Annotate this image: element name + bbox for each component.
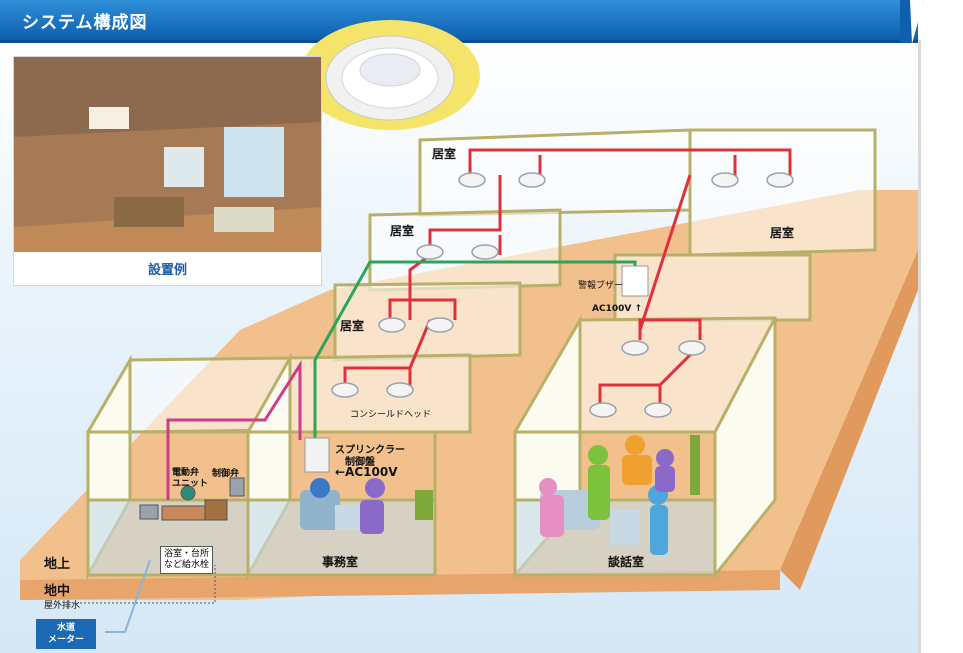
meter-label-1: 水道 [56,623,75,633]
meter-label-2: メーター [47,635,84,645]
head-lounge-c [589,402,617,418]
outdoor-drain-label: 屋外排水 [44,601,81,611]
head-r4a [711,172,739,188]
photo-caption: 設置例 [147,263,187,278]
head-r1b [518,172,546,188]
valve-unit [139,477,245,521]
alarm-ac-label: AC100V ↑ [592,304,642,314]
room-photo-image [14,57,321,252]
head-r3a [378,317,406,333]
lounge-people [539,435,700,555]
head-r2b [471,244,499,260]
right-margin [918,0,963,653]
room-label-1: 居室 [432,147,457,161]
room-label-2: 居室 [390,224,415,238]
header-notch [900,0,924,48]
room-label-4: 居室 [770,226,795,240]
pipe-meter [105,559,151,633]
floor-side-edge [780,250,918,590]
room-mid-2 [333,281,522,362]
controller-panel [304,437,330,473]
head-r1a [458,172,486,188]
underground-label: 地中 [44,584,71,599]
faucet-label: 浴室・台所 など給水栓 [160,546,214,574]
above-ground-label: 地上 [44,557,71,572]
office-people [300,478,433,534]
frame-lounge [513,430,717,577]
head-r2a [416,244,444,260]
head-lounge-a [621,340,649,356]
frame-office [246,430,437,577]
pipe-magenta [166,359,302,500]
page-title: システム構成図 [22,13,148,33]
room-label-lounge: 談話室 [608,555,645,569]
head-r3b [426,317,454,333]
concealed-head-label: コンシールドヘッド [350,410,432,420]
floor-front-edge [20,570,780,600]
controller-label-1: スプリンクラー [335,445,405,456]
drain-line [80,565,216,604]
room-mid-right [613,253,812,322]
controller-ac-label: ←AC100V [335,465,398,479]
head-r4b [766,172,794,188]
building-diagram [20,128,918,633]
alarm-buzzer-label: 警報ブザー [578,281,624,291]
installation-photo: 設置例 [14,57,321,285]
faucet-label-1: 浴室・台所 [164,549,210,559]
faucet-label-2: など給水栓 [164,560,210,570]
room-label-office: 事務室 [322,555,359,569]
pipe-top-main [468,148,792,180]
room-label-3: 居室 [340,319,365,333]
head-office-a [331,382,359,398]
valve-unit-label-1: 電動弁 [172,468,200,478]
control-valve-label: 制御弁 [212,469,240,479]
head-lounge-d [644,402,672,418]
head-lounge-b [678,340,706,356]
controller-label-2: 制御盤 [345,457,375,468]
alarm-buzzer-box [621,265,649,297]
valve-unit-label-2: ユニット [172,479,209,489]
water-meter: 水道 メーター [36,619,96,649]
head-office-b [386,382,414,398]
